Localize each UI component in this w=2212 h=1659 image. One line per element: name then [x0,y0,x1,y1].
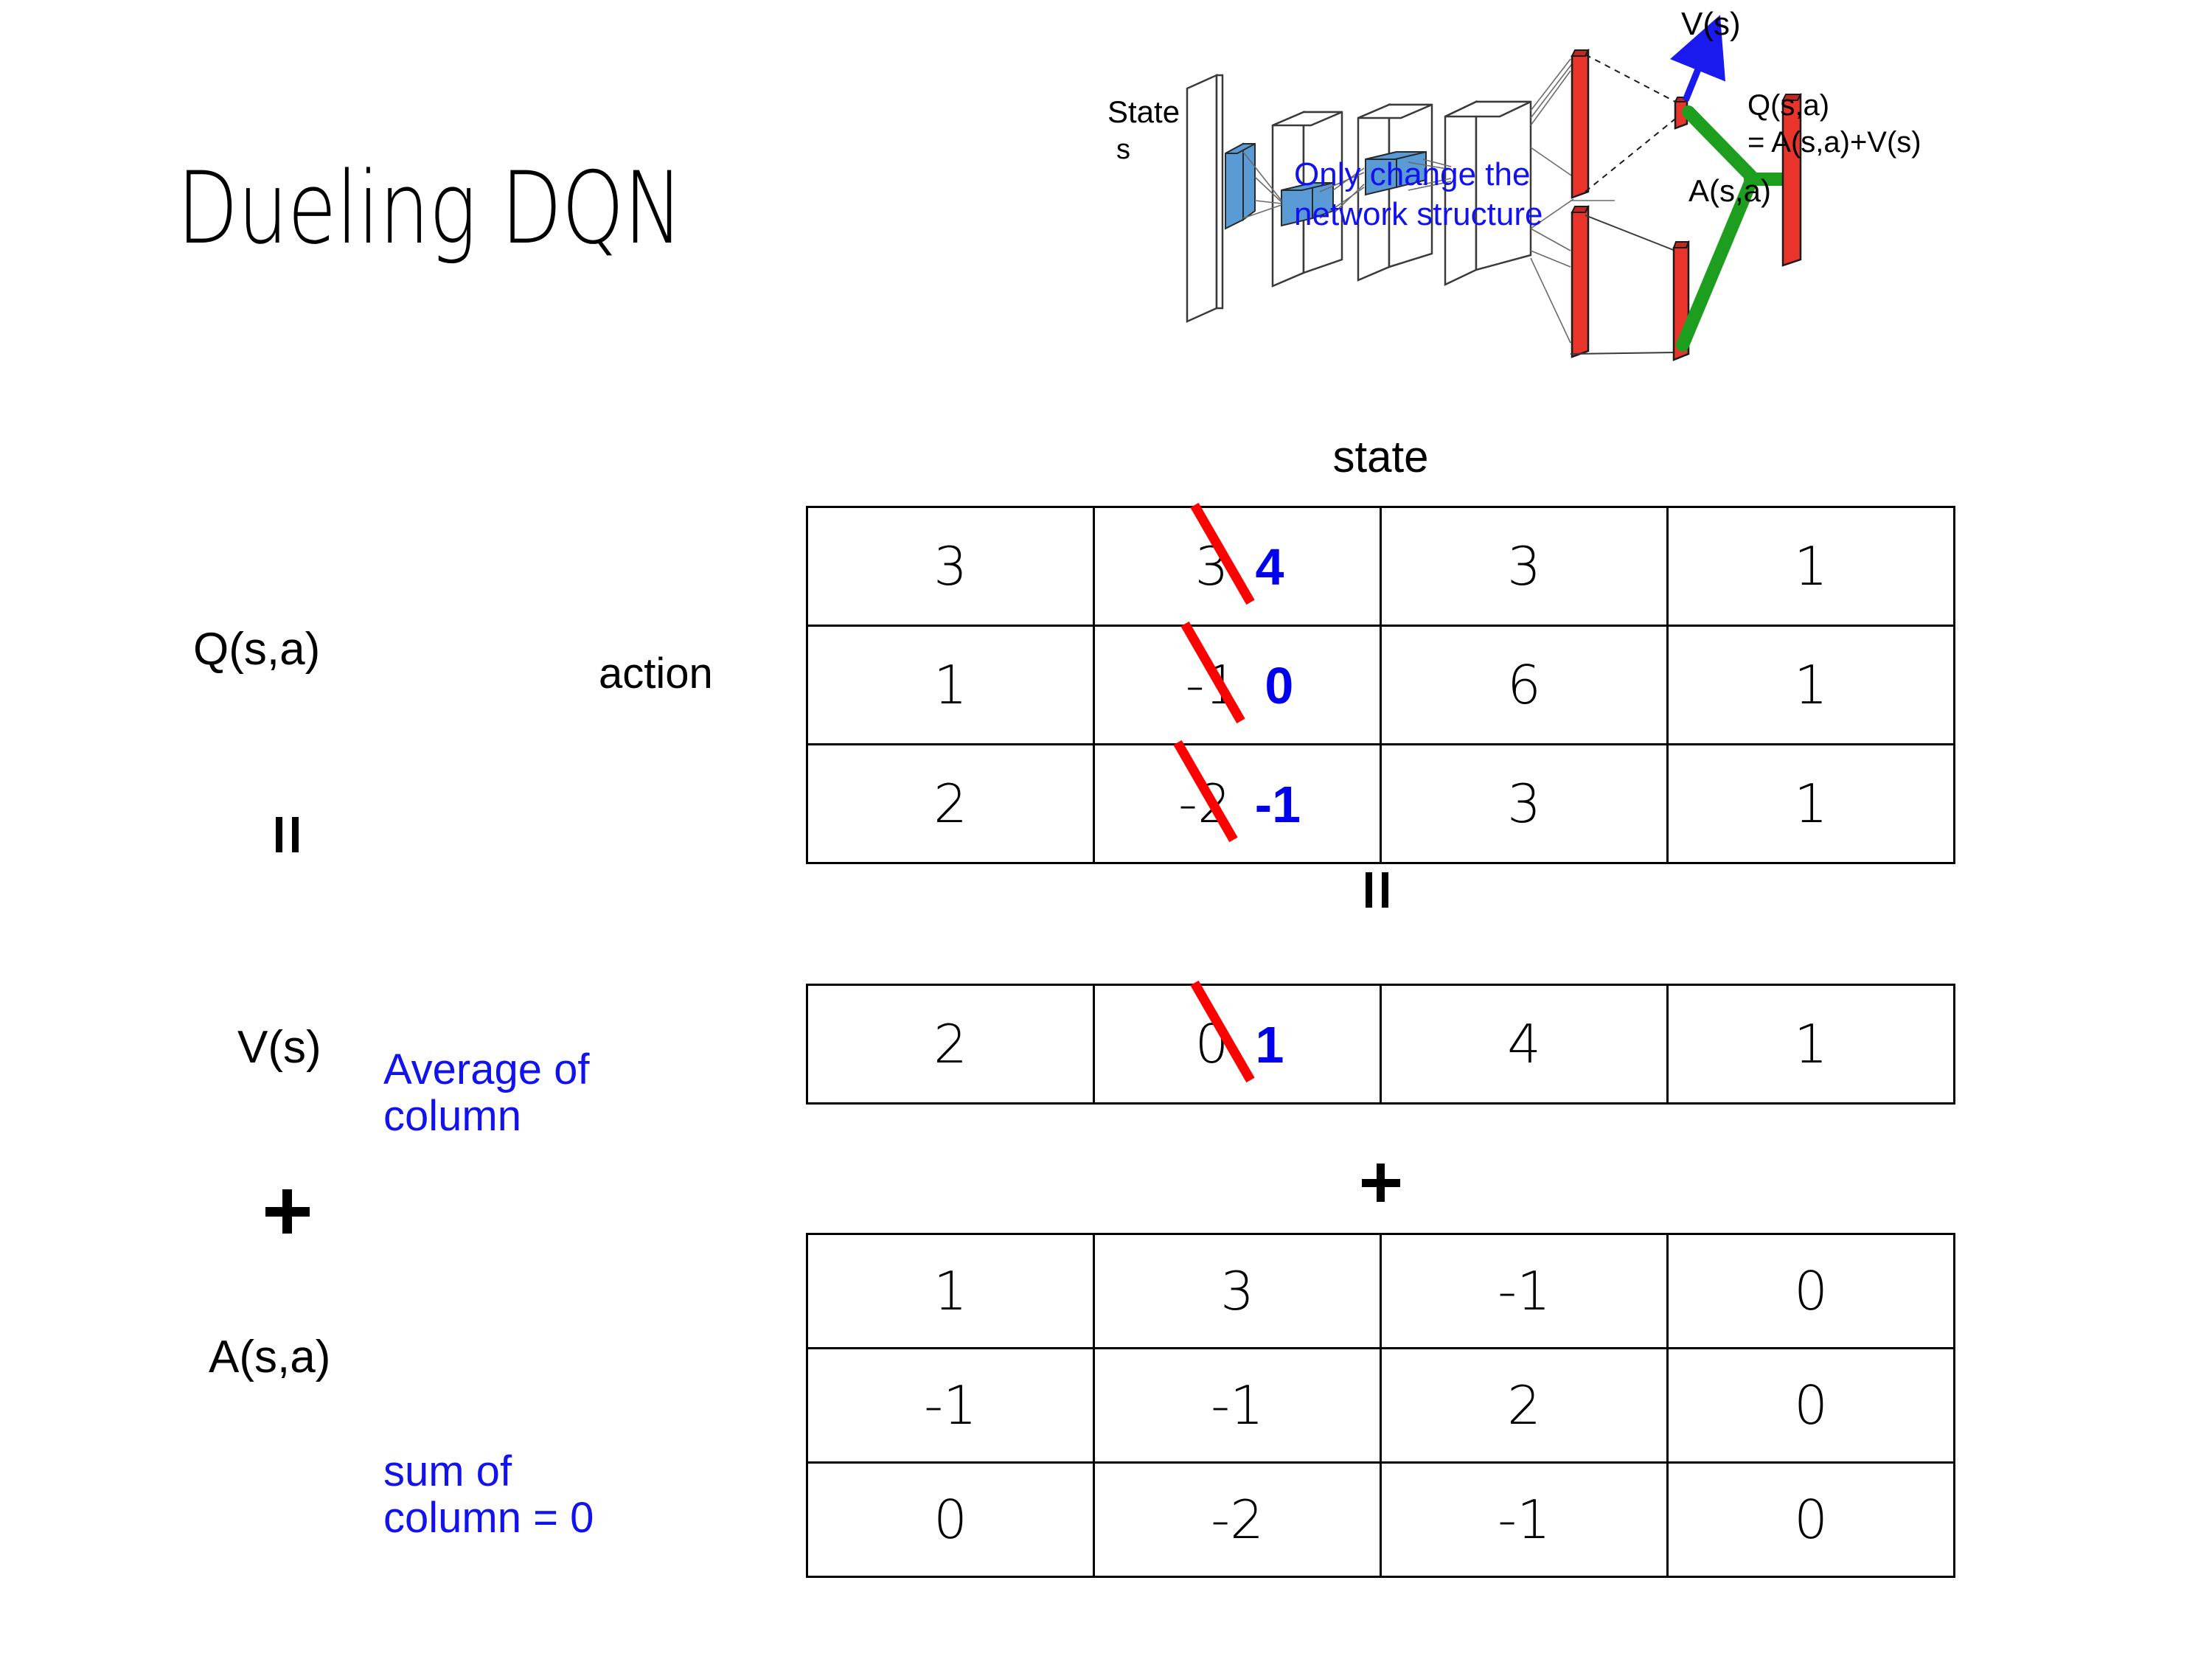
diagram-q-label-line1: Q(s,a) [1747,89,1830,122]
table-cell: -1 0 [1093,621,1382,745]
table-cell: -1 [806,1347,1095,1464]
table-cell: 1 [806,625,1095,745]
plus-operator-middle [1360,1161,1405,1206]
table-cell: -1 [1380,1233,1669,1349]
diagram-note-line2: network structure [1294,195,1543,232]
note-sum-line2: column = 0 [383,1493,594,1542]
network-diagram-svg [1186,15,1802,361]
note-average-line1: Average of [383,1046,590,1093]
note-sum-line1: sum of [383,1447,512,1495]
table-cell: 3 [1093,1233,1382,1349]
note-average-line2: column [383,1091,521,1140]
cell-new-value: 4 [1255,538,1284,596]
diagram-a-label: A(s,a) [1688,173,1772,208]
label-action-axis: action [599,650,713,698]
table-cell: 3 [1380,506,1669,627]
label-q-function: Q(s,a) [193,624,321,675]
diagram-note-line1: Only change the [1294,156,1531,192]
table-cell: 3 [1380,743,1669,864]
label-v-function: V(s) [237,1022,321,1073]
equals-operator-middle [1355,866,1399,912]
cell-old-value: -2 [1173,740,1238,843]
diagram-q-label-line2: = A(s,a)+V(s) [1747,126,1921,159]
note-sum-of-column: sum of column = 0 [383,1447,594,1542]
table-cell: 1 [1666,506,1955,627]
diagram-v-label: V(s) [1681,6,1741,42]
cell-old-value: 3 [1189,502,1255,605]
diagram-note: Only change the network structure [1294,155,1543,234]
table-cell: 4 [1380,984,1669,1105]
cell-new-value: -1 [1254,776,1301,833]
table-cell: 6 [1380,625,1669,745]
diagram-state-sub: s [1116,134,1130,165]
dueling-network-diagram: State s V(s) A(s,a) Q(s,a) = A(s,a)+V(s)… [1099,6,2205,409]
label-state-axis: state [1332,432,1429,481]
table-cell: 0 [1666,1347,1955,1464]
table-cell: 2 [806,984,1095,1105]
diagram-state-label: State [1107,94,1180,129]
table-cell: 1 [1666,743,1955,864]
table-cell: 0 [1666,1461,1955,1578]
table-cell: 1 [806,1233,1095,1349]
table-cell: 1 [1666,984,1955,1105]
strikethrough-icon [1162,621,1264,724]
note-average-of-column: Average of column [383,1046,590,1140]
diagram-q-label: Q(s,a) = A(s,a)+V(s) [1747,87,1921,161]
strikethrough-icon [1155,740,1256,843]
table-cell: 1 [1666,625,1955,745]
table-cell: 2 [1380,1347,1669,1464]
table-cell: 0 [806,1461,1095,1578]
cell-new-value: 1 [1255,1016,1284,1074]
table-cell: -2 -1 [1093,740,1382,864]
page-title: Dueling DQN [177,150,684,266]
table-cell: 3 [806,506,1095,627]
plus-operator-left [264,1186,316,1237]
table-cell: -1 [1093,1347,1382,1464]
table-cell: -1 [1380,1461,1669,1578]
label-a-function: A(s,a) [209,1332,331,1382]
table-cell: 0 [1666,1233,1955,1349]
table-cell: 2 [806,743,1095,864]
cell-new-value: 0 [1265,657,1294,714]
cell-old-value: 0 [1189,980,1255,1083]
cell-old-value: -1 [1180,621,1245,724]
table-cell: -2 [1093,1461,1382,1578]
equals-operator-left [265,811,310,857]
